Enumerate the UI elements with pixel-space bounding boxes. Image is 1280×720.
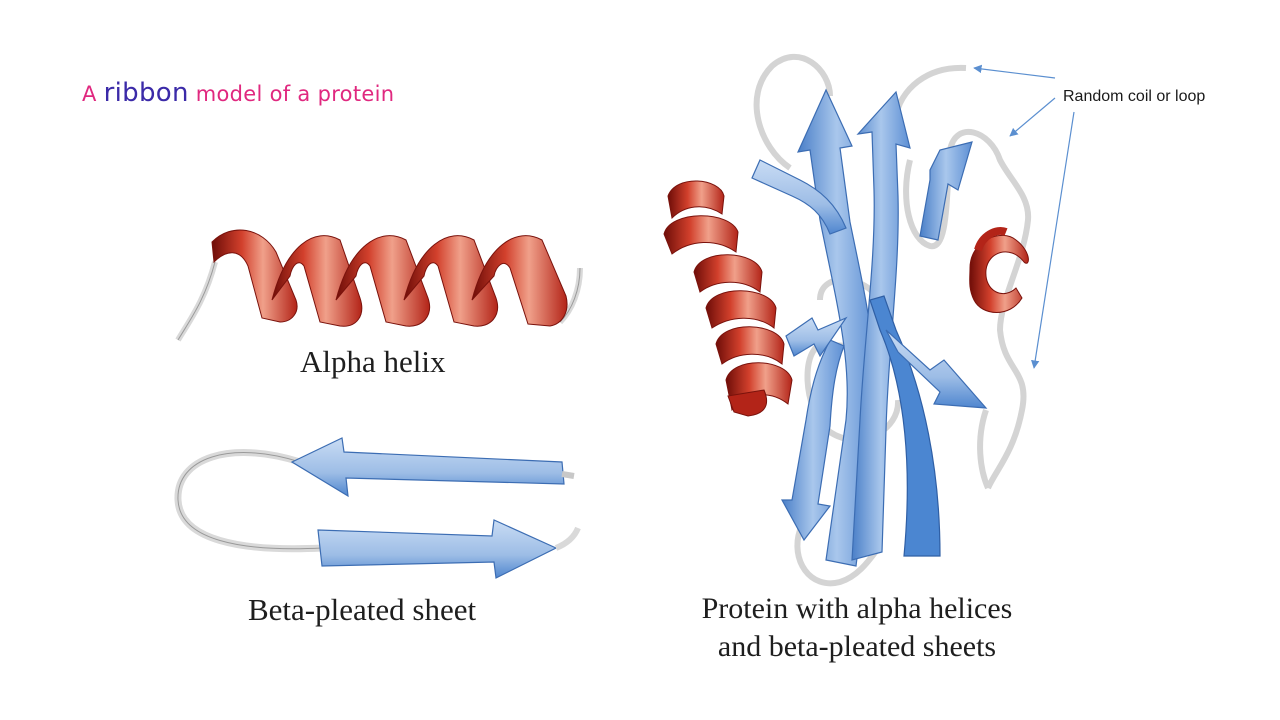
helix-coil-left	[175, 261, 218, 342]
callout-arrow-2	[1009, 97, 1056, 137]
alpha-helix-caption: Alpha helix	[300, 344, 446, 379]
helix-turn-4	[403, 235, 498, 327]
protein-loop-right	[903, 128, 1032, 490]
callout-arrows	[973, 64, 1075, 369]
protein-loop-top-right	[892, 64, 967, 121]
protein-helix-left-turn-3	[693, 254, 763, 293]
random-coil-callout-label: Random coil or loop	[1063, 88, 1206, 105]
beta-strand-bottom-tail	[554, 526, 581, 551]
protein-helix-left-turn-1	[667, 180, 725, 220]
beta-strand-bottom	[317, 519, 558, 579]
title-highlight: ribbon	[103, 78, 189, 108]
protein-strand-8	[785, 316, 848, 358]
protein-loop-bottom	[794, 529, 883, 587]
callout-arrow-1	[973, 64, 1056, 79]
title-prefix: A	[82, 82, 104, 106]
protein-strand-6	[919, 141, 973, 241]
protein-model	[663, 53, 1032, 587]
protein-helix-left-turn-2	[663, 215, 739, 255]
beta-hairpin-loop-edge	[177, 452, 323, 550]
beta-strand-top	[290, 437, 565, 498]
protein-strand-3	[869, 295, 941, 557]
protein-caption-line-1: Protein with alpha helices	[701, 592, 1013, 625]
helix-coil-left-edge	[177, 261, 216, 341]
alpha-helix-model	[175, 229, 583, 342]
protein-strand-5	[885, 329, 988, 409]
beta-strand-top-tail	[561, 471, 575, 479]
protein-strand-7	[751, 159, 847, 235]
protein-helix-right	[969, 234, 1029, 313]
protein-helix-left-turn-4	[705, 290, 777, 329]
protein-helix-right-tail	[974, 227, 1008, 252]
beta-sheet-model	[174, 437, 581, 579]
helix-turn-1	[211, 229, 298, 323]
protein-strand-4	[780, 339, 845, 542]
protein-caption-line-2: and beta-pleated sheets	[717, 630, 997, 663]
helix-turn-2	[271, 235, 363, 327]
protein-loop-top-left	[753, 53, 833, 171]
protein-loop-right-2	[977, 409, 991, 490]
slide-title: A ribbon model of a protein	[82, 78, 394, 108]
beta-sheet-caption: Beta-pleated sheet	[248, 592, 477, 627]
protein-helix-left-turn-5	[715, 326, 785, 365]
helix-turn-5	[471, 235, 568, 327]
protein-caption: Protein with alpha helices and beta-plea…	[652, 590, 1062, 666]
title-suffix: model of a protein	[188, 82, 395, 106]
helix-turn-3	[335, 235, 430, 327]
callout-arrow-3	[1031, 111, 1075, 369]
protein-helix-left-end	[727, 389, 768, 417]
